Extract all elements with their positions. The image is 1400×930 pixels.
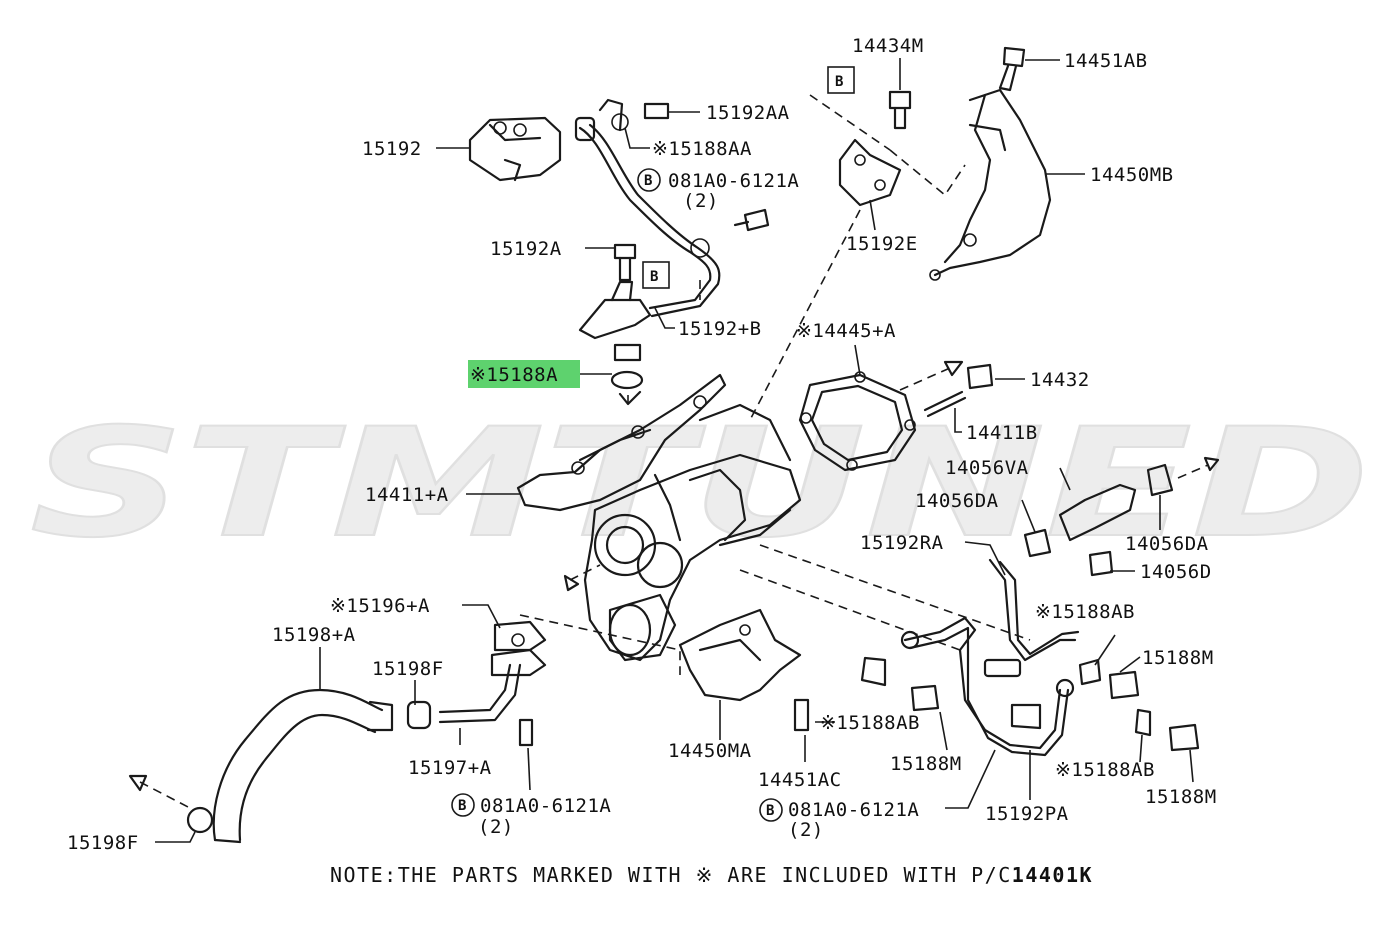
label-15197A: 15197+A <box>408 757 492 779</box>
label-15192PA: 15192PA <box>985 803 1069 825</box>
turbocharger-assembly <box>516 373 802 662</box>
highlight-box <box>468 360 580 388</box>
assembly-dashed-lines <box>519 94 1031 675</box>
coolant-pipes <box>900 558 1080 757</box>
bolt-circle-right <box>759 798 783 822</box>
footnote-code: 14401K <box>1012 863 1093 887</box>
label-14056DA-left: 14056DA <box>915 490 999 512</box>
oil-feed-pipe <box>574 98 721 318</box>
heat-shield-14450MB <box>929 88 1052 281</box>
label-qty-mid: (2) <box>478 816 514 838</box>
label-15192A: 15192A <box>490 238 562 260</box>
label-14411B: 14411B <box>966 422 1038 444</box>
label-15188M-2: 15188M <box>890 753 962 775</box>
footnote-text: NOTE:THE PARTS MARKED WITH ※ ARE INCLUDE… <box>330 863 1012 887</box>
label-14056D: 14056D <box>1140 561 1212 583</box>
bolt-b-top: B <box>644 173 652 189</box>
watermark: STMTUNED <box>30 397 1370 571</box>
gasket-14445A <box>798 371 917 472</box>
label-15192RA: 15192RA <box>860 532 944 554</box>
label-15196A: ※15196+A <box>330 595 430 617</box>
bracket-15192E <box>838 138 902 207</box>
label-qty-top: (2) <box>683 190 719 212</box>
callout-B-mid: B <box>650 269 658 285</box>
oil-feed-block-15192 <box>468 116 562 182</box>
bolt-circle-top <box>637 168 661 192</box>
oil-return-pipe-15197A <box>406 620 547 730</box>
label-081A0-mid: 081A0-6121A <box>480 795 611 817</box>
label-15188M-1: 15188M <box>1142 647 1214 669</box>
label-15192B: 15192+B <box>678 318 762 340</box>
label-15198F-1: 15198F <box>372 658 444 680</box>
hose-14056VA <box>1023 463 1174 577</box>
label-14056DA-right: 14056DA <box>1125 533 1209 555</box>
direction-arrows <box>128 360 1220 809</box>
hose-15198A <box>186 688 394 844</box>
label-15192E: 15192E <box>846 233 918 255</box>
bracket-15192B <box>578 280 652 340</box>
bolt-b-right: B <box>766 803 774 819</box>
label-15198F-2: 15198F <box>67 832 139 854</box>
label-15188AB-3: ※15188AB <box>1055 759 1155 781</box>
bolt-b-left: B <box>458 798 466 814</box>
callout-box-B-top <box>827 66 855 94</box>
label-15198A: 15198+A <box>272 624 356 646</box>
label-15188AB-1: ※15188AB <box>1035 601 1135 623</box>
label-14434M: 14434M <box>852 35 924 57</box>
callout-box-B-mid <box>642 261 670 289</box>
leader-lines <box>155 58 1194 843</box>
callout-B-top: B <box>835 74 843 90</box>
label-14411A: 14411+A <box>365 484 449 506</box>
bolts-right <box>518 343 1200 752</box>
label-15188AA: ※15188AA <box>652 138 752 160</box>
label-081A0-bot: 081A0-6121A <box>788 799 919 821</box>
label-14056VA: 14056VA <box>945 457 1029 479</box>
label-15188M-3: 15188M <box>1145 786 1217 808</box>
label-15188AB-2: ※15188AB <box>820 712 920 734</box>
label-14451AB: 14451AB <box>1064 50 1148 72</box>
label-15192AA: 15192AA <box>706 102 790 124</box>
footnote: NOTE:THE PARTS MARKED WITH ※ ARE INCLUDE… <box>330 863 1093 887</box>
label-15188A: ※15188A <box>470 364 558 386</box>
stud-nut-hardware <box>923 363 994 418</box>
label-qty-bot: (2) <box>788 819 824 841</box>
bolt-circle-left <box>451 793 475 817</box>
label-14432: 14432 <box>1030 369 1090 391</box>
label-14451AC: 14451AC <box>758 769 842 791</box>
heat-shield-14450MA <box>678 608 802 702</box>
label-14445A: ※14445+A <box>796 320 896 342</box>
label-14450MB: 14450MB <box>1090 164 1174 186</box>
part-labels: 14434M 14451AB 15192AA 15192 ※15188AA 08… <box>67 35 1217 854</box>
label-14450MA: 14450MA <box>668 740 752 762</box>
bolts-top <box>613 46 1026 282</box>
label-15192: 15192 <box>362 138 422 160</box>
label-081A0-top: 081A0-6121A <box>668 170 799 192</box>
